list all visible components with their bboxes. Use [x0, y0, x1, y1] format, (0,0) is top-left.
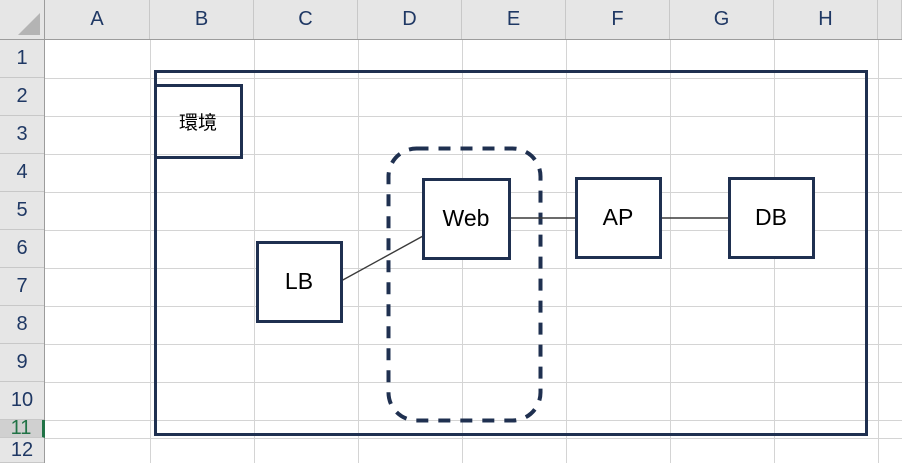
row-header-5[interactable]: 5 — [0, 192, 44, 230]
gridline-horizontal — [45, 116, 902, 117]
gridline-horizontal — [45, 268, 902, 269]
gridline-horizontal — [45, 382, 902, 383]
row-header-6[interactable]: 6 — [0, 230, 44, 268]
gridline-vertical — [670, 40, 671, 463]
gridline-horizontal — [45, 230, 902, 231]
gridline-vertical — [462, 40, 463, 463]
gridline-horizontal — [45, 438, 902, 439]
gridline-horizontal — [45, 78, 902, 79]
row-header-7[interactable]: 7 — [0, 268, 44, 306]
gridline-horizontal — [45, 306, 902, 307]
gridline-horizontal — [45, 420, 902, 421]
column-header-h[interactable]: H — [774, 0, 878, 39]
column-header-c[interactable]: C — [254, 0, 358, 39]
column-header-g[interactable]: G — [670, 0, 774, 39]
gridline-vertical — [774, 40, 775, 463]
worksheet-grid[interactable] — [45, 40, 902, 463]
gridline-horizontal — [45, 192, 902, 193]
gridline-vertical — [254, 40, 255, 463]
row-header-3[interactable]: 3 — [0, 116, 44, 154]
row-header-2[interactable]: 2 — [0, 78, 44, 116]
gridline-vertical — [358, 40, 359, 463]
column-header-a[interactable]: A — [45, 0, 150, 39]
column-header-partial[interactable] — [878, 0, 902, 39]
column-header-b[interactable]: B — [150, 0, 254, 39]
row-header-10[interactable]: 10 — [0, 382, 44, 420]
row-header-12[interactable]: 12 — [0, 438, 44, 463]
row-header-4[interactable]: 4 — [0, 154, 44, 192]
row-header-11[interactable]: 11 — [0, 418, 45, 438]
gridline-vertical — [566, 40, 567, 463]
row-header-1[interactable]: 1 — [0, 40, 44, 78]
gridline-horizontal — [45, 154, 902, 155]
column-header-f[interactable]: F — [566, 0, 670, 39]
gridline-horizontal — [45, 344, 902, 345]
row-header-9[interactable]: 9 — [0, 344, 44, 382]
gridline-vertical — [878, 40, 879, 463]
column-header-e[interactable]: E — [462, 0, 566, 39]
select-all-button[interactable] — [0, 0, 45, 40]
gridline-vertical — [150, 40, 151, 463]
select-all-triangle-icon — [18, 13, 40, 35]
column-header-d[interactable]: D — [358, 0, 462, 39]
row-header-8[interactable]: 8 — [0, 306, 44, 344]
